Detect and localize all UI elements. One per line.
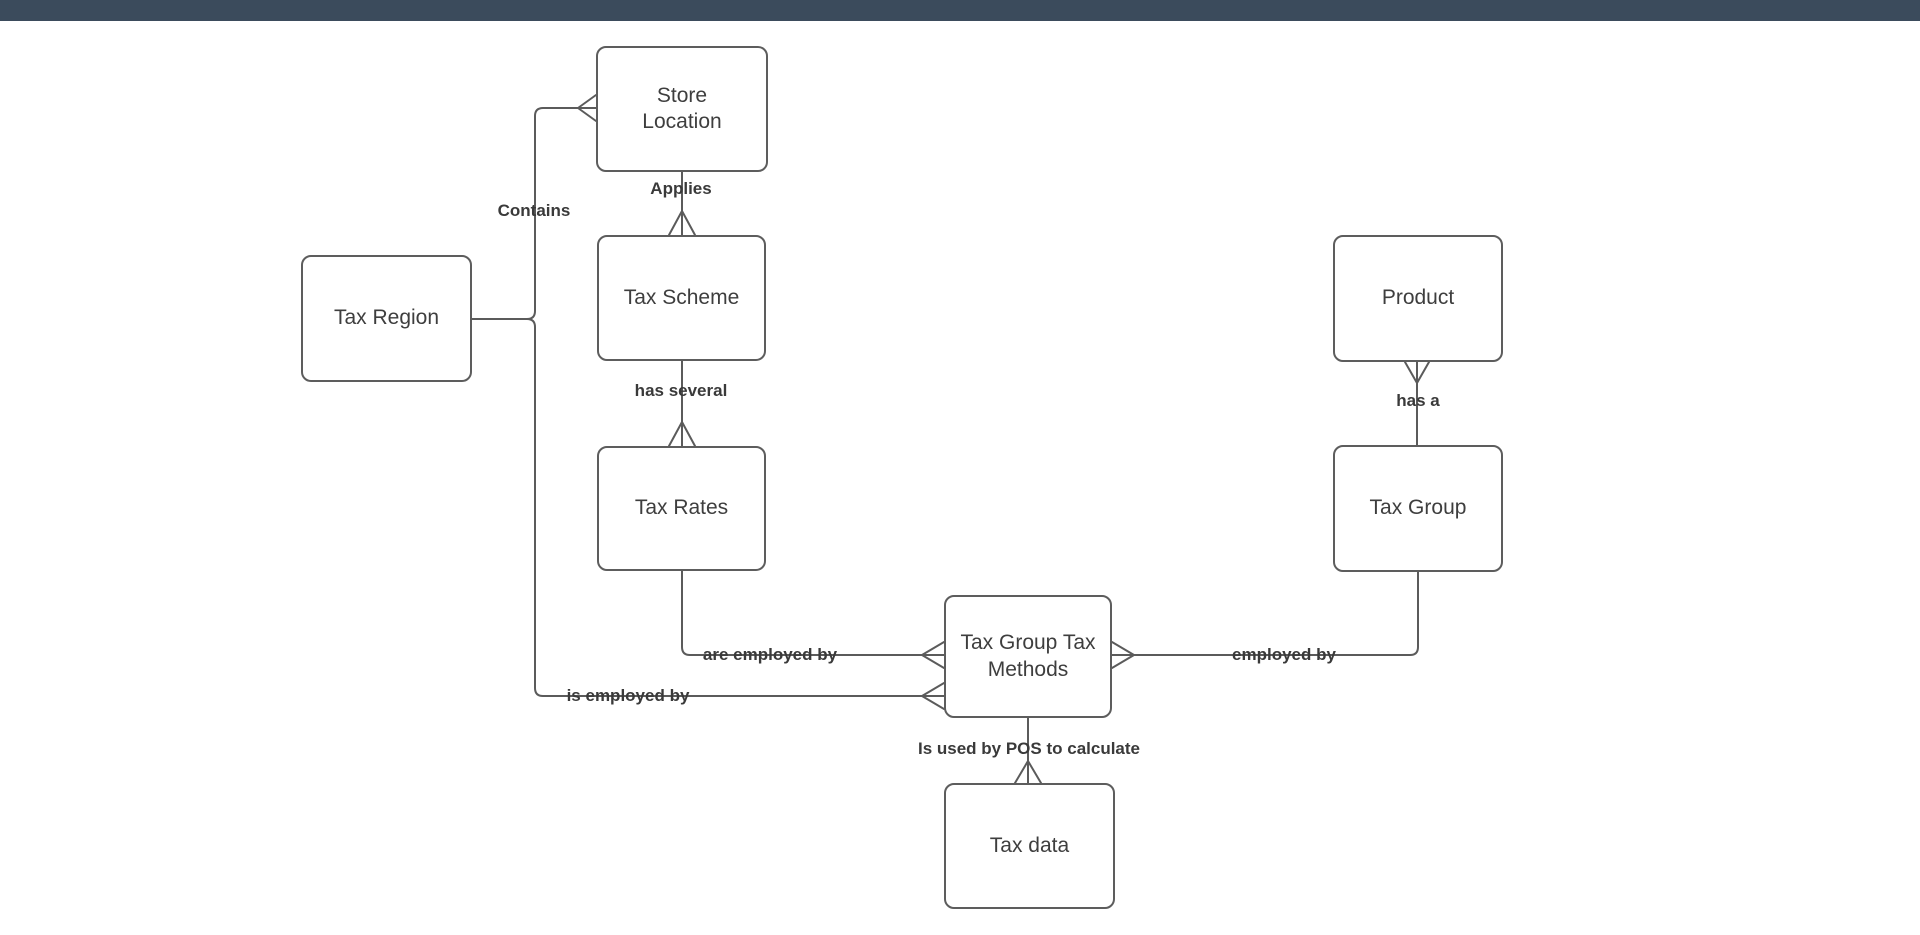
entity-store-location[interactable]: Store Location: [596, 46, 768, 172]
entity-tax-rates[interactable]: Tax Rates: [597, 446, 766, 571]
entity-label-tax-data: Tax data: [989, 833, 1070, 857]
relationship-label-contains[interactable]: Contains: [497, 201, 571, 220]
connector-has-several[interactable]: [668, 360, 696, 447]
entity-label-tax-group-tax-methods: Tax Group Tax Methods: [960, 631, 1096, 681]
relationship-label-are-employed-by[interactable]: are employed by: [702, 645, 838, 664]
entity-label-tax-region: Tax Region: [333, 306, 440, 330]
connector-has-a[interactable]: [1404, 361, 1430, 446]
relationship-label-has-a[interactable]: has a: [1396, 391, 1440, 410]
relationship-label-has-several[interactable]: has several: [634, 381, 728, 400]
entity-label-store-location: Store Location: [642, 83, 722, 133]
entity-label-product: Product: [1381, 286, 1455, 310]
entity-label-tax-group: Tax Group: [1369, 496, 1467, 520]
relationship-label-employed-by[interactable]: employed by: [1232, 645, 1336, 664]
entity-tax-scheme[interactable]: Tax Scheme: [597, 235, 766, 361]
relationship-label-is-employed-by[interactable]: is employed by: [566, 686, 690, 705]
connector-contains[interactable]: [471, 94, 597, 320]
relationship-label-applies[interactable]: Applies: [650, 179, 712, 198]
entity-label-tax-rates: Tax Rates: [634, 496, 729, 520]
connector-applies[interactable]: [668, 171, 696, 236]
entity-tax-data[interactable]: Tax data: [944, 783, 1115, 909]
entity-tax-group-tax-methods[interactable]: Tax Group Tax Methods: [944, 595, 1112, 718]
entity-product[interactable]: Product: [1333, 235, 1503, 362]
entity-tax-region[interactable]: Tax Region: [301, 255, 472, 382]
relationship-label-is-used-by-pos-to-calculate[interactable]: Is used by POS to calculate: [917, 739, 1141, 758]
entity-label-tax-scheme: Tax Scheme: [623, 285, 740, 309]
connector-is-employed-by[interactable]: [471, 318, 945, 710]
connector-are-employed-by[interactable]: [681, 570, 945, 669]
connector-employed-by[interactable]: [1111, 571, 1419, 669]
top-bar: [0, 0, 1920, 21]
entity-tax-group[interactable]: Tax Group: [1333, 445, 1503, 572]
connector-is-used-by-pos-to-calculate[interactable]: [1014, 717, 1042, 784]
